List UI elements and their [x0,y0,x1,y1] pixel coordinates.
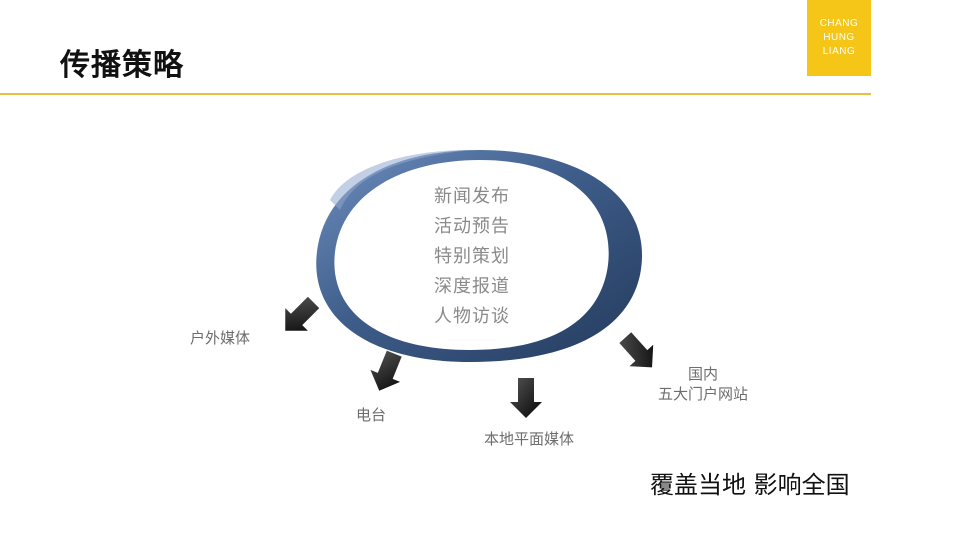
logo-line-1: CHANG [819,18,859,29]
arrow-domestic-icon [619,332,654,368]
center-items: 新闻发布 活动预告 特别策划 深度报道 人物访谈 [434,182,554,332]
logo-line-2: HUNG [823,32,855,43]
channel-domestic-line1: 国内 [687,365,718,383]
center-item: 新闻发布 [434,186,510,207]
center-item: 特别策划 [434,246,510,267]
arrow-outdoor-icon [285,296,320,331]
center-item: 活动预告 [434,216,510,237]
page-title: 传播策略 [60,48,184,83]
arrow-radio-icon [370,350,402,391]
ring-highlight [330,150,470,210]
channel-domestic-line2: 五大门户网站 [657,385,748,403]
center-item: 人物访谈 [434,306,510,327]
center-item: 深度报道 [434,276,510,297]
header-divider [0,93,871,95]
logo-line-3: LIANG [822,46,856,57]
channel-domestic-label: 国内 五大门户网站 [650,364,756,404]
channel-outdoor-label: 户外媒体 [190,329,251,347]
brand-logo: CHANG HUNG LIANG [807,0,871,76]
slogan: 覆盖当地 影响全国 [650,471,850,499]
arrow-local-print-icon [510,378,542,418]
channel-radio-label: 电台 [356,406,387,424]
channel-local-print-label: 本地平面媒体 [484,430,575,448]
